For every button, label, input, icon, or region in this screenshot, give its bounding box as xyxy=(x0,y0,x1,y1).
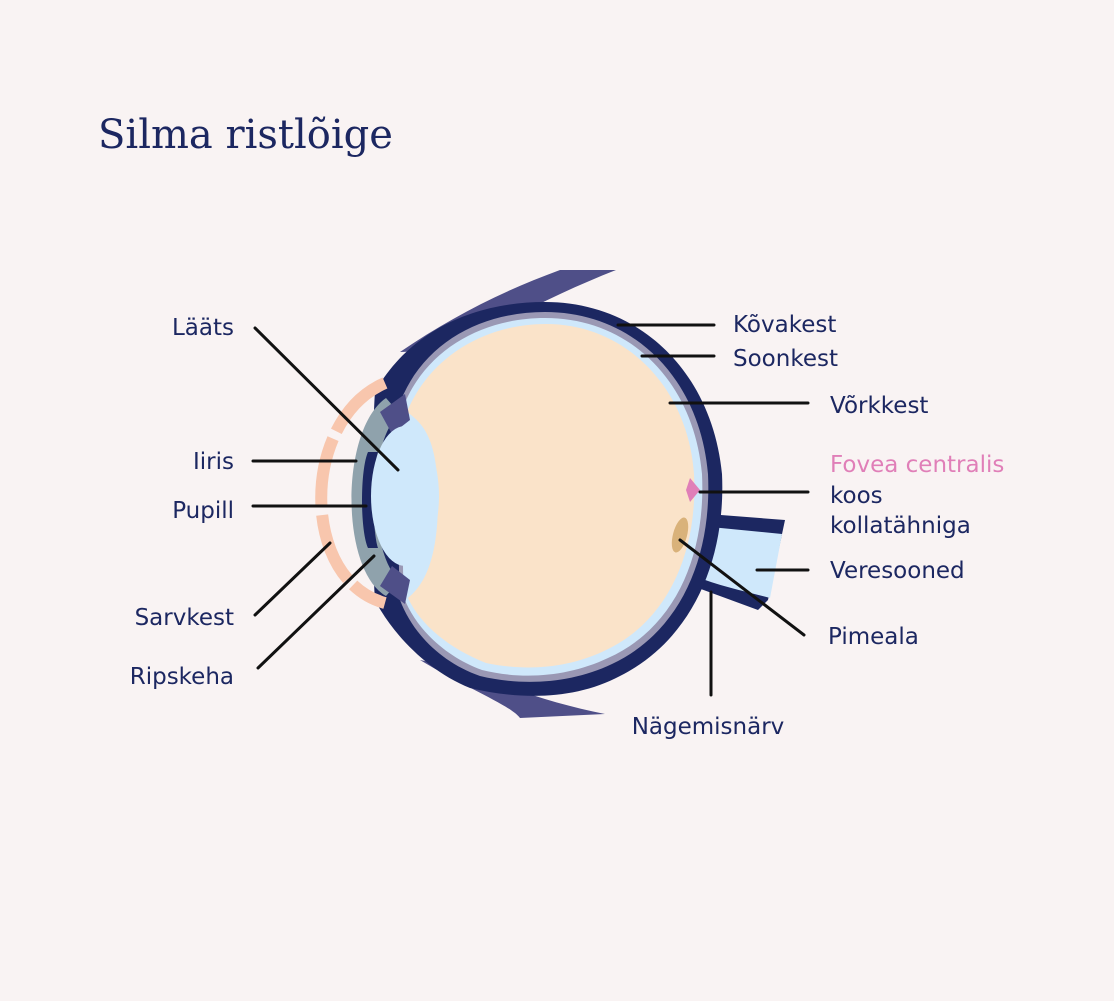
ciliary-body-bottom xyxy=(380,566,410,604)
leader-pimeala xyxy=(678,538,806,637)
leader-laats xyxy=(253,326,400,472)
label-fovea-line3: kollatähniga xyxy=(830,513,971,539)
label-fovea: Fovea centralis xyxy=(830,452,1004,478)
label-kovakest: Kõvakest xyxy=(733,312,836,338)
ciliary-body-top xyxy=(380,394,410,434)
label-laats: Lääts xyxy=(172,315,234,341)
leader-sarvkest xyxy=(253,541,332,617)
label-veresooned: Veresooned xyxy=(830,558,965,584)
label-fovea-line2: koos xyxy=(830,483,883,509)
label-ripskeha: Ripskeha xyxy=(130,664,234,690)
label-pupill: Pupill xyxy=(172,498,234,524)
vitreous-body xyxy=(407,324,695,668)
label-pimeala: Pimeala xyxy=(828,624,919,650)
label-vorkkest: Võrkkest xyxy=(830,393,928,419)
leader-ripskeha xyxy=(256,554,376,670)
figure-title: Silma ristlõige xyxy=(98,112,393,158)
label-soonkest: Soonkest xyxy=(733,346,838,372)
fovea-centralis-mark xyxy=(686,478,700,502)
cornea xyxy=(315,377,388,609)
label-nagemisnarv: Nägemisnärv xyxy=(632,714,785,740)
label-iiris: Iiris xyxy=(193,449,234,475)
label-sarvkest: Sarvkest xyxy=(135,605,234,631)
lens xyxy=(371,426,439,566)
